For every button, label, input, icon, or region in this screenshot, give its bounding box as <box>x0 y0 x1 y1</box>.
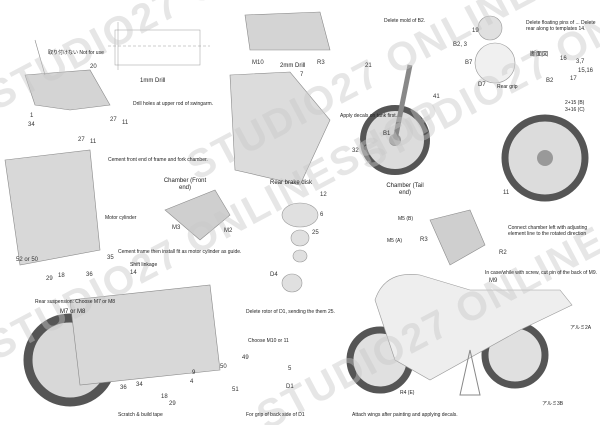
completed-bike-drawing <box>346 273 573 396</box>
part-number: R3 <box>317 60 325 66</box>
part-number: 19 <box>472 28 479 34</box>
chamber-tail-drawing <box>429 209 486 266</box>
part-number: 27 <box>78 137 85 143</box>
label-wheel-front-parts: 2+15 (B) <box>565 100 585 106</box>
label-m5b: M5 (B) <box>398 216 413 222</box>
part-number: 21 <box>365 63 372 69</box>
label-wheel-rear-parts: 3+16 (C) <box>565 107 585 113</box>
label-drill-swingarm: Drill holes at upper rod of swingarm. <box>133 101 214 107</box>
tank-drawing <box>244 11 331 51</box>
title-chamber-front: Chamber (Front end) <box>163 178 207 191</box>
part-number: B2, 3 <box>453 42 468 48</box>
part-number: 51 <box>232 387 239 393</box>
label-connect-chamber: Connect chamber left with adjusting elem… <box>508 225 588 237</box>
chamber-front-drawing <box>164 189 231 241</box>
brake-disk-drawing <box>281 202 319 293</box>
part-number: 25 <box>312 230 319 236</box>
label-shift-linkage: Shift linkage <box>130 262 158 268</box>
label-apply-decals: Apply decals on tank first. <box>340 113 397 119</box>
label-motor-cylinder: Motor cylinder <box>105 215 137 221</box>
part-number: 49 <box>242 355 249 361</box>
part-number: 34 <box>136 382 143 388</box>
part-number: D7 <box>478 82 486 88</box>
label-grip-d1: For grip of back side of D1 <box>246 412 305 418</box>
part-number: D1 <box>286 384 294 390</box>
drill-diagram <box>108 22 210 70</box>
part-number: 18 <box>58 273 65 279</box>
part-number: 41 <box>433 94 440 100</box>
swingarm-drawing <box>24 39 111 111</box>
part-number: 36 <box>86 272 93 278</box>
part-number: 3,7 <box>576 59 585 65</box>
label-rear-suspension: Rear suspension: Choose M7 or M8 <box>35 299 116 305</box>
part-number: 52 or 50 <box>16 257 39 263</box>
label-scratch-tape: Scratch & build tape <box>118 412 163 418</box>
part-number: 11 <box>503 190 510 196</box>
label-cement-front: Cement front end of frame and fork chamb… <box>108 157 208 163</box>
label-delete-rotor: Delete rotor of D1, sending the them 25. <box>246 309 335 315</box>
label-r4e: R4 (E) <box>400 390 415 396</box>
part-number: 29 <box>169 401 176 407</box>
part-number: R3 <box>420 237 428 243</box>
label-not-for-use: 取り付けない Not for use <box>48 50 104 56</box>
label-delete-pins: Delete floating pins of ... Delete rear … <box>526 20 596 32</box>
label-attach-wings: Attach wings after painting and applying… <box>352 412 458 418</box>
label-cut-pin: In case/while with screw, cut pin of the… <box>485 270 597 276</box>
bike-chassis-drawing <box>23 284 221 407</box>
part-number: 36 <box>120 385 127 391</box>
part-number: 15,16 <box>578 68 594 74</box>
label-m7-m8: M7 or M8 <box>60 309 86 315</box>
part-number: 11 <box>90 139 97 145</box>
part-number: 12 <box>320 192 327 198</box>
part-number: B2 <box>546 78 554 84</box>
part-number: 27 <box>110 117 117 123</box>
frame-engine-drawing <box>4 149 101 266</box>
part-number: B1 <box>383 131 391 137</box>
label-choose-m10: Choose M10 or 11 <box>248 338 289 344</box>
title-rear-brake: Rear brake disk <box>270 180 313 186</box>
label-rear-grip: Rear grip <box>497 84 518 90</box>
bike-rear-frame <box>229 71 331 186</box>
disc-drawing <box>474 42 516 84</box>
label-m5a: M5 (A) <box>387 238 402 244</box>
part-number: 1 <box>30 113 34 119</box>
part-number: M10 <box>252 60 264 66</box>
label-drill-2mm: 2mm Drill <box>280 63 306 69</box>
part-number: 7 <box>300 72 304 78</box>
label-delete-mold: Delete mold of B2. <box>384 18 426 24</box>
part-number: M3 <box>172 225 181 231</box>
part-number: 4 <box>190 379 194 385</box>
part-number: D4 <box>270 272 278 278</box>
rear-wheel-drawing <box>501 114 589 202</box>
part-number: 6 <box>320 212 324 218</box>
part-number: M2 <box>224 228 233 234</box>
part-number: B7 <box>465 60 473 66</box>
part-number: 35 <box>107 255 114 261</box>
part-number: 32 <box>352 148 359 154</box>
label-alu-2a: アルミ2A <box>570 325 592 331</box>
part-number: 14 <box>130 270 137 276</box>
front-wheel-drawing <box>360 64 430 175</box>
label-drill-1mm: 1mm Drill <box>140 78 166 84</box>
part-number: 18 <box>161 394 168 400</box>
part-number: 50 <box>220 364 227 370</box>
part-number: 17 <box>570 76 577 82</box>
part-number: 34 <box>28 122 35 128</box>
part-number: 9 <box>192 370 196 376</box>
sprocket-drawing <box>477 15 503 41</box>
part-number: 20 <box>90 64 97 70</box>
part-number: M9 <box>489 278 498 284</box>
label-alu-3b: アルミ3B <box>542 401 564 407</box>
title-chamber-tail: Chamber (Tail end) <box>386 183 424 196</box>
part-number: 11 <box>122 120 129 126</box>
part-number: 29 <box>46 276 53 282</box>
part-number: R2 <box>499 250 507 256</box>
part-number: 16 <box>560 56 567 62</box>
part-number: 5 <box>288 366 292 372</box>
label-cement-frame: Cement frame then install fit as motor c… <box>118 249 242 255</box>
label-section: 断面図 <box>530 52 549 58</box>
